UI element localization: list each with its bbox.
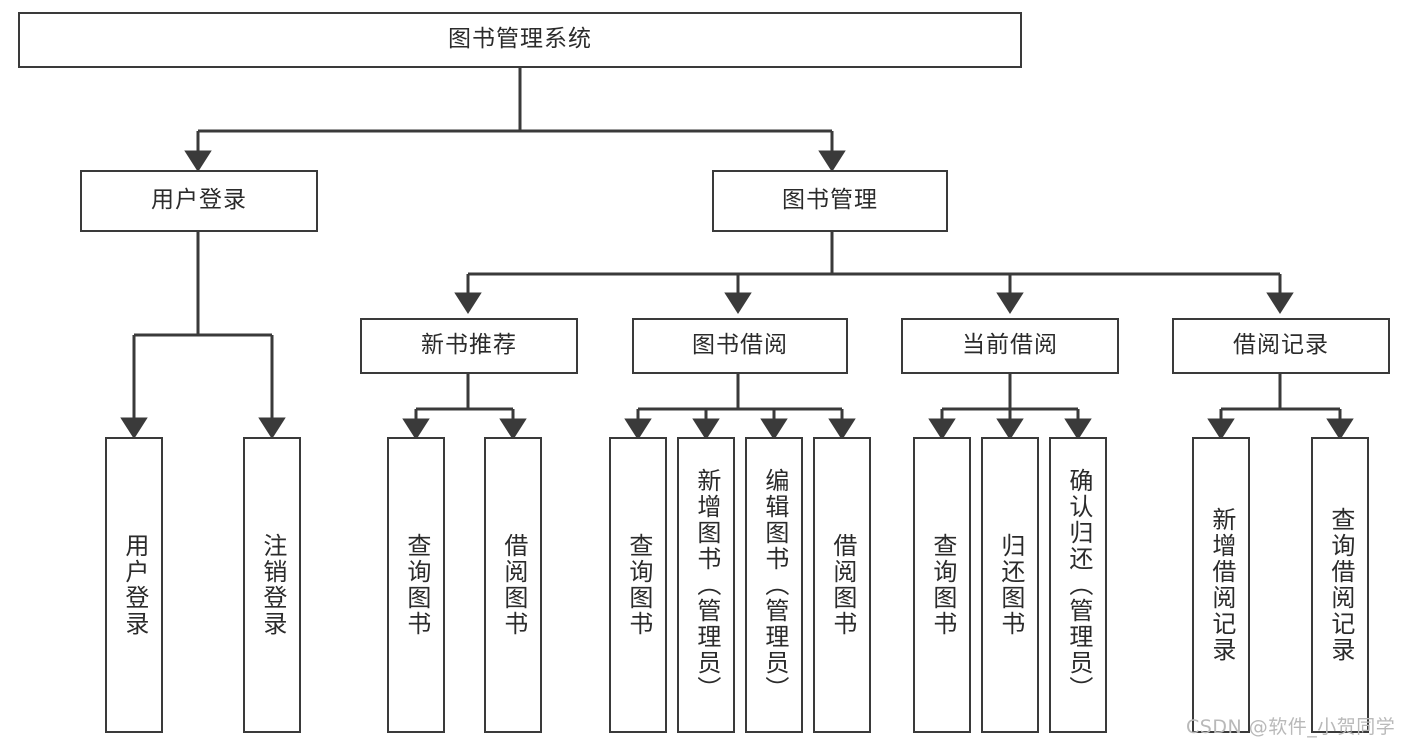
- node-borrow-record[interactable]: 借阅记录: [1172, 318, 1390, 374]
- node-user-login[interactable]: 用户登录: [80, 170, 318, 232]
- leaf-recommend-borrow-book[interactable]: 借阅图书: [484, 437, 542, 733]
- node-label: 注销登录: [258, 533, 287, 637]
- node-label: 用户登录: [151, 187, 247, 214]
- node-label: 新增借阅记录: [1207, 507, 1236, 663]
- node-label: 用户登录: [120, 533, 149, 637]
- leaf-user-login-login[interactable]: 用户登录: [105, 437, 163, 733]
- node-label: 新书推荐: [421, 332, 517, 359]
- node-label: 查询借阅记录: [1326, 507, 1355, 663]
- leaf-borrow-edit-book[interactable]: 编辑图书（管理员）: [745, 437, 803, 733]
- leaf-borrow-query-book[interactable]: 查询图书: [609, 437, 667, 733]
- node-label: 图书管理系统: [448, 26, 592, 53]
- node-label: 借阅图书: [499, 533, 528, 637]
- node-label: 借阅记录: [1233, 332, 1329, 359]
- leaf-current-confirm-return[interactable]: 确认归还（管理员）: [1049, 437, 1107, 733]
- leaf-recommend-query-book[interactable]: 查询图书: [387, 437, 445, 733]
- node-label: 当前借阅: [962, 332, 1058, 359]
- node-current-borrow[interactable]: 当前借阅: [901, 318, 1119, 374]
- node-new-book-recommend[interactable]: 新书推荐: [360, 318, 578, 374]
- leaf-record-add-record[interactable]: 新增借阅记录: [1192, 437, 1250, 733]
- node-label: 归还图书: [996, 533, 1025, 637]
- leaf-current-query-book[interactable]: 查询图书: [913, 437, 971, 733]
- node-label: 查询图书: [928, 533, 957, 637]
- leaf-borrow-add-book[interactable]: 新增图书（管理员）: [677, 437, 735, 733]
- node-book-borrow[interactable]: 图书借阅: [632, 318, 848, 374]
- node-book-management[interactable]: 图书管理: [712, 170, 948, 232]
- leaf-current-return-book[interactable]: 归还图书: [981, 437, 1039, 733]
- leaf-borrow-borrow-book[interactable]: 借阅图书: [813, 437, 871, 733]
- node-root-system[interactable]: 图书管理系统: [18, 12, 1022, 68]
- node-label: 新增图书（管理员）: [692, 468, 721, 702]
- node-label: 查询图书: [624, 533, 653, 637]
- node-label: 图书管理: [782, 187, 878, 214]
- node-label: 编辑图书（管理员）: [760, 468, 789, 702]
- leaf-record-query-record[interactable]: 查询借阅记录: [1311, 437, 1369, 733]
- node-label: 借阅图书: [828, 533, 857, 637]
- node-label: 图书借阅: [692, 332, 788, 359]
- node-label: 确认归还（管理员）: [1064, 468, 1093, 702]
- node-label: 查询图书: [402, 533, 431, 637]
- leaf-user-login-logout[interactable]: 注销登录: [243, 437, 301, 733]
